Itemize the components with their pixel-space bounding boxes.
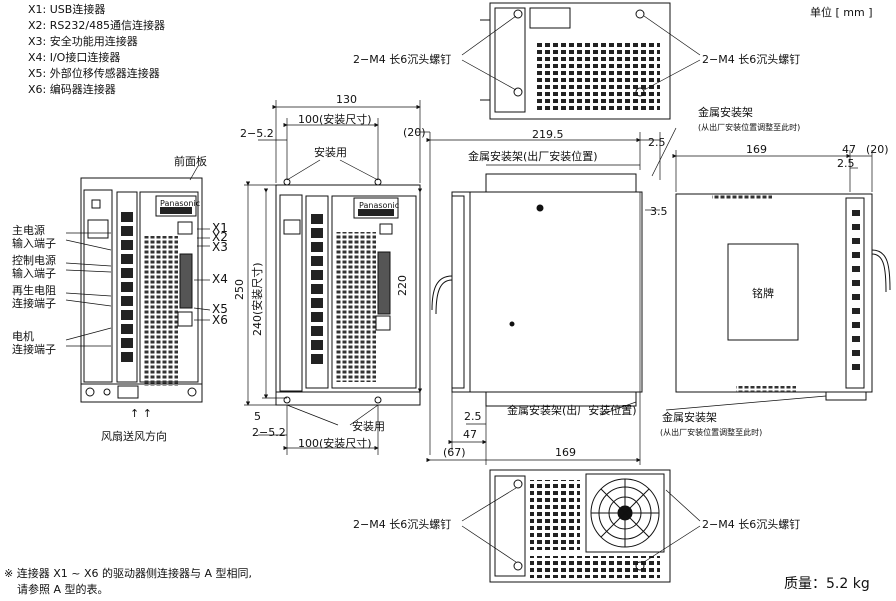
nameplate-label: 铭牌 xyxy=(752,287,774,300)
brand-logo-dim: Panasonic xyxy=(359,201,400,210)
dim-h250: 250 xyxy=(233,279,246,300)
right-d169: 169 xyxy=(746,143,767,156)
side-view-drawing xyxy=(431,173,643,407)
legend-x5: X5: 外部位移传感器连接器 xyxy=(28,67,160,80)
fan-direction-label: 风扇送风方向 xyxy=(101,430,167,443)
bottom-view-callouts xyxy=(461,487,701,563)
right-bracket-bottom: 金属安装架 xyxy=(662,411,717,424)
right-view-dimensions xyxy=(651,127,873,411)
dim-view-drawing xyxy=(275,178,421,406)
conn-label-x4: X4 xyxy=(212,272,228,286)
main-power-label-1: 主电源 xyxy=(12,224,45,237)
dim-w100-bottom: 100(安装尺寸) xyxy=(298,437,372,450)
dim-h240: 240(安装尺寸) xyxy=(251,262,264,336)
mass-label: 质量：5.2 kg xyxy=(784,576,870,592)
motor-label-2: 连接端子 xyxy=(12,343,56,356)
brand-logo-front: Panasonic xyxy=(160,199,201,208)
side-d25-top: 2.5 xyxy=(648,136,666,149)
right-bracket-note-bottom: (从出厂安装位置调整至此时) xyxy=(660,428,763,437)
screw-top-left: 2−M4 长6沉头螺钉 xyxy=(353,53,452,66)
unit-label: 单位 [ mm ] xyxy=(810,6,873,19)
legend-x2: X2: RS232/485通信连接器 xyxy=(28,19,166,32)
dim-view-dimensions xyxy=(244,100,421,455)
dim-hole-top: 2−5.2 xyxy=(240,127,274,140)
right-bracket-title: 金属安装架 xyxy=(698,106,753,119)
main-power-label-2: 输入端子 xyxy=(12,237,56,250)
right-d25: 2.5 xyxy=(837,157,855,170)
top-view-drawing xyxy=(480,2,671,120)
conn-label-x5: X5 xyxy=(212,302,228,316)
legend-x3: X3: 安全功能用连接器 xyxy=(28,35,138,48)
conn-label-x6: X6 xyxy=(212,313,228,327)
control-power-label-2: 输入端子 xyxy=(12,267,56,280)
screw-bottom-right: 2−M4 长6沉头螺钉 xyxy=(702,518,801,531)
front-panel-label: 前面板 xyxy=(174,155,207,168)
bottom-view-drawing xyxy=(489,469,671,583)
top-view-callouts xyxy=(461,15,701,91)
side-d47: 47 xyxy=(463,428,477,441)
side-d25-bottom: 2.5 xyxy=(464,410,482,423)
connector-legend: X1: USB连接器 X2: RS232/485通信连接器 X3: 安全功能用连… xyxy=(28,3,165,99)
dim-mount-bottom: 安装用 xyxy=(352,420,385,433)
front-view-drawing xyxy=(80,177,203,403)
side-ref-20: (20) xyxy=(403,126,426,139)
dim-w130: 130 xyxy=(336,93,357,106)
right-bracket-note: (从出厂安装位置调整至此时) xyxy=(698,123,801,132)
legend-x6: X6: 编码器连接器 xyxy=(28,83,116,96)
legend-x4: X4: I/O接口连接器 xyxy=(28,51,121,64)
legend-x1: X1: USB连接器 xyxy=(28,3,106,16)
side-bracket-label: 金属安装架(出厂安装位置) xyxy=(468,150,598,163)
side-bracket-label-bottom: 金属安装架(出厂安装位置) xyxy=(507,404,637,417)
conn-label-x3: X3 xyxy=(212,240,228,254)
dim-mount-top: 安装用 xyxy=(314,146,347,159)
side-d169: 169 xyxy=(555,446,576,459)
regen-resistor-label-2: 连接端子 xyxy=(12,297,56,310)
regen-resistor-label-1: 再生电阻 xyxy=(12,284,56,297)
control-power-label-1: 控制电源 xyxy=(12,254,56,267)
conn-label-x1: X1 xyxy=(212,221,228,235)
screw-bottom-left: 2−M4 长6沉头螺钉 xyxy=(353,518,452,531)
conn-label-x2: X2 xyxy=(212,230,228,244)
right-d20: (20) xyxy=(866,143,889,156)
side-d219: 219.5 xyxy=(532,128,564,141)
side-d67: (67) xyxy=(443,446,466,459)
right-view-drawing xyxy=(675,193,891,401)
side-view-dimensions xyxy=(415,131,661,465)
fan-arrows: ↑ ↑ xyxy=(130,407,152,420)
side-d35: 3.5 xyxy=(650,205,668,218)
footnote-line-1: ※ 连接器 X1 ~ X6 的驱动器侧连接器与 A 型相同, xyxy=(4,567,252,580)
dim-h5: 5 xyxy=(254,410,261,423)
screw-top-right: 2−M4 长6沉头螺钉 xyxy=(702,53,801,66)
motor-label-1: 电机 xyxy=(12,330,34,343)
front-callouts xyxy=(65,165,211,347)
right-d47: 47 xyxy=(842,143,856,156)
dim-hole-bottom: 2−5.2 xyxy=(252,426,286,439)
side-h220: 220 xyxy=(396,275,409,296)
footnote-line-2: 请参照 A 型的表。 xyxy=(17,583,109,596)
dim-w100-top: 100(安装尺寸) xyxy=(298,113,372,126)
